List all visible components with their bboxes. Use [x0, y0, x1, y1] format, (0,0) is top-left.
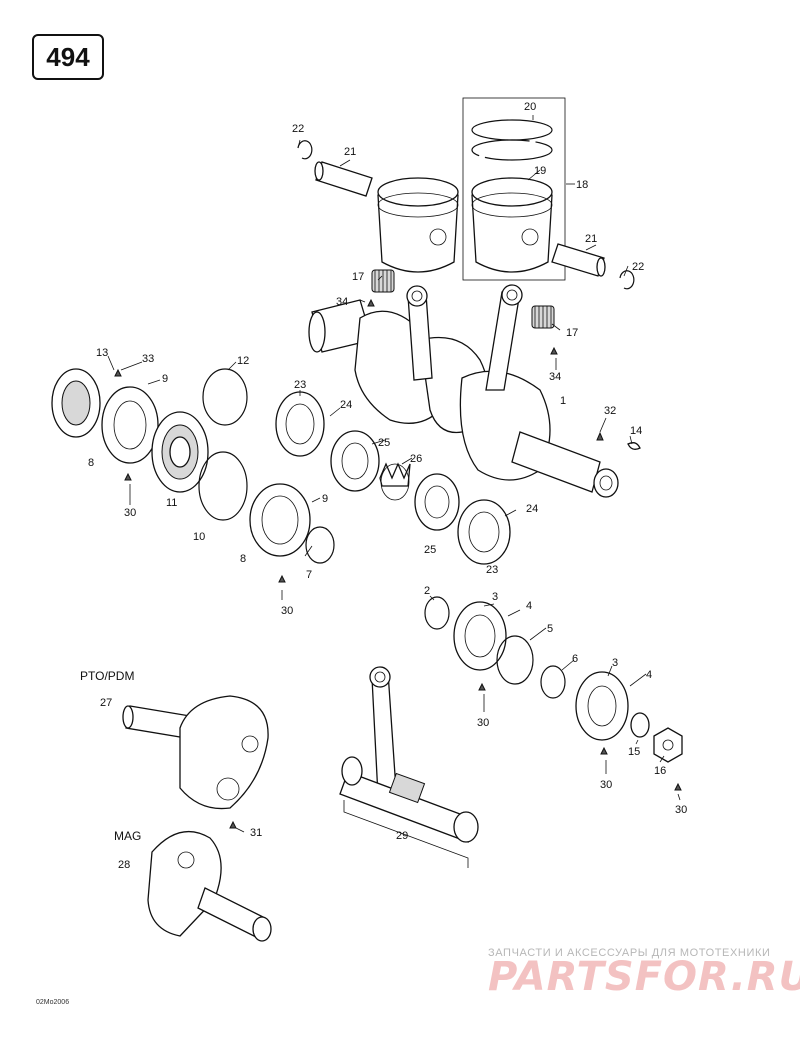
pto-side-parts — [51, 368, 380, 583]
callout-20: 20 — [524, 101, 536, 113]
callout-6: 6 — [572, 653, 578, 665]
piston-ring-upper — [471, 119, 553, 141]
piston-assembly — [297, 97, 635, 290]
bearing-pto-inner — [249, 483, 311, 557]
mag-label: MAG — [114, 829, 141, 843]
leader-lines — [107, 115, 681, 833]
piston-ring-lower — [471, 139, 553, 161]
bearing-3-upper — [453, 601, 507, 671]
circlip-right — [619, 270, 635, 290]
callout-25-left: 25 — [378, 437, 390, 449]
page-number-box: 494 — [32, 34, 104, 80]
callout-30-left: 30 — [124, 507, 136, 519]
callout-11: 11 — [166, 497, 177, 509]
watermark-logo: PARTSFOR.RU — [488, 954, 800, 1000]
callout-17-left: 17 — [352, 271, 364, 283]
callout-numbers: 22 21 20 19 18 21 22 17 34 17 34 1 32 14… — [88, 101, 687, 871]
crank-half-pto — [122, 695, 269, 829]
callout-5: 5 — [547, 623, 553, 635]
piston-pin-left — [315, 161, 373, 197]
callout-30-right: 30 — [600, 779, 612, 791]
callout-17-right: 17 — [566, 327, 578, 339]
callout-29: 29 — [396, 830, 408, 842]
callout-7: 7 — [306, 569, 312, 581]
watermark-tagline: ЗАПЧАСТИ И АКСЕССУАРЫ ДЛЯ МОТОТЕХНИКИ — [488, 947, 770, 959]
ring-2 — [424, 596, 450, 630]
crank-half-mag — [147, 830, 272, 942]
callout-33: 33 — [142, 353, 154, 365]
callout-26: 26 — [410, 453, 422, 465]
callout-18: 18 — [576, 179, 588, 191]
callout-30-far-right: 30 — [675, 804, 687, 816]
ring-6 — [540, 665, 566, 699]
callout-2: 2 — [424, 585, 430, 597]
callout-3-lower: 3 — [612, 657, 618, 669]
woodruff-key — [627, 442, 641, 450]
callout-13: 13 — [96, 347, 108, 359]
callout-16: 16 — [654, 765, 666, 777]
callout-8-right: 8 — [240, 553, 246, 565]
crankshaft-mag-end — [511, 431, 601, 493]
callout-23-right: 23 — [486, 564, 498, 576]
callout-30-center: 30 — [477, 717, 489, 729]
bearing-3-lower — [575, 671, 629, 741]
callout-4-upper: 4 — [526, 600, 532, 612]
callout-30-mid: 30 — [281, 605, 293, 617]
callout-34-left: 34 — [336, 296, 348, 308]
callout-1: 1 — [560, 395, 566, 407]
callout-32: 32 — [604, 405, 616, 417]
washer-15 — [630, 712, 650, 738]
thrust-washer-25-right — [414, 473, 460, 531]
circlip-left — [297, 140, 313, 160]
needle-bearings — [367, 269, 558, 355]
nut-16 — [653, 727, 683, 763]
callout-12: 12 — [237, 355, 249, 367]
callout-19: 19 — [534, 165, 546, 177]
bearing-23-left — [275, 391, 325, 457]
connecting-rod-kit — [339, 666, 479, 868]
callout-22-left: 22 — [292, 123, 304, 135]
callout-21-right: 21 — [585, 233, 597, 245]
drawing-code: 02Mo2006 — [36, 999, 69, 1006]
ring-10 — [198, 451, 248, 521]
callout-9-right: 9 — [322, 493, 328, 505]
ring-5 — [496, 635, 534, 685]
callout-3-upper: 3 — [492, 591, 498, 603]
center-parts — [379, 462, 511, 565]
mag-side-parts — [424, 596, 683, 791]
crankshaft-assembly — [308, 284, 641, 498]
callout-25-right: 25 — [424, 544, 436, 556]
bearing-23-right — [457, 499, 511, 565]
callout-10: 10 — [193, 531, 205, 543]
callout-34-right: 34 — [549, 371, 561, 383]
bearing-pto-outer — [101, 386, 159, 464]
page-number: 494 — [46, 41, 90, 72]
callout-9-left: 9 — [162, 373, 168, 385]
ring-7 — [305, 526, 335, 564]
callout-22-right: 22 — [632, 261, 644, 273]
drive-gear-26 — [379, 462, 411, 487]
callout-28: 28 — [118, 859, 130, 871]
callout-24-left: 24 — [340, 399, 352, 411]
callout-8-left: 8 — [88, 457, 94, 469]
callout-31: 31 — [250, 827, 262, 839]
callout-21-left: 21 — [344, 146, 356, 158]
ring-12 — [202, 368, 248, 426]
callout-4-lower: 4 — [646, 669, 652, 681]
callout-23-left: 23 — [294, 379, 306, 391]
callout-24-right: 24 — [526, 503, 538, 515]
thrust-washer-25-left — [330, 430, 380, 492]
pto-pdm-label: PTO/PDM — [80, 669, 134, 683]
callout-15: 15 — [628, 746, 640, 758]
piston-kit-frame — [462, 97, 566, 281]
callout-14: 14 — [630, 425, 642, 437]
piston-pin-right — [551, 243, 605, 277]
callout-27: 27 — [100, 697, 112, 709]
